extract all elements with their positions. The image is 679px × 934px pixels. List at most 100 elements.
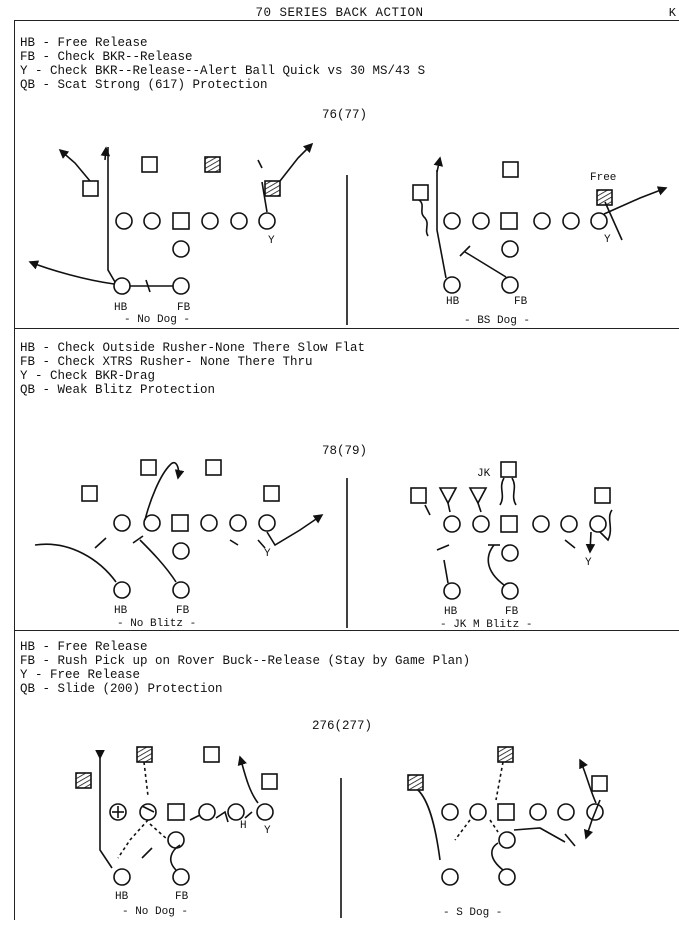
s2r-label-hb: HB xyxy=(444,606,458,618)
s2l-defender-3 xyxy=(205,459,222,476)
s1l-defender-1 xyxy=(82,180,99,197)
s2l-fullback xyxy=(172,581,190,599)
s1-line-qb: QB - Scat Strong (617) Protection xyxy=(20,78,268,92)
s2l-halfback xyxy=(113,581,131,599)
s2-line-fb: FB - Check XTRS Rusher- None There Thru xyxy=(20,355,313,369)
s1l-quarterback xyxy=(172,240,190,258)
s3l-lineman-1 xyxy=(109,803,127,821)
section-divider-1 xyxy=(14,328,679,329)
s1l-halfback xyxy=(113,277,131,295)
s3l-defender-4 xyxy=(261,773,278,790)
s3r-defender-3 xyxy=(591,775,608,792)
s3l-label-h: H xyxy=(240,820,247,832)
s2l-tight-end xyxy=(258,514,276,532)
s1l-tight-end xyxy=(258,212,276,230)
s2r-defender-tri-2 xyxy=(468,487,488,505)
s1r-caption: - BS Dog - xyxy=(464,315,530,327)
s1r-defender-free xyxy=(596,189,613,206)
s3-line-fb: FB - Rush Pick up on Rover Buck--Release… xyxy=(20,654,471,668)
s2l-defender-2 xyxy=(140,459,157,476)
s1l-lineman-4 xyxy=(201,212,219,230)
s3l-defender-2 xyxy=(136,746,153,763)
s2r-center xyxy=(500,515,518,533)
s3l-tight-end xyxy=(256,803,274,821)
s3l-quarterback xyxy=(167,831,185,849)
s1r-lineman-4 xyxy=(533,212,551,230)
page-frame xyxy=(14,20,679,920)
s2r-halfback xyxy=(443,582,461,600)
s2r-tight-end xyxy=(589,515,607,533)
s2r-defender-tri-1 xyxy=(438,487,458,505)
s1r-label-y: Y xyxy=(604,234,611,246)
s2r-fullback xyxy=(501,582,519,600)
s1l-label-hb: HB xyxy=(114,302,128,314)
s3l-defender-1 xyxy=(75,772,92,789)
s3l-lineman-4 xyxy=(198,803,216,821)
s1r-defender-2 xyxy=(502,161,519,178)
s1l-lineman-5 xyxy=(230,212,248,230)
s3l-center xyxy=(167,803,185,821)
s3l-label-fb: FB xyxy=(175,891,189,903)
s1-line-hb: HB - Free Release xyxy=(20,36,148,50)
s1r-defender-1 xyxy=(412,184,429,201)
s1-line-fb: FB - Check BKR--Release xyxy=(20,50,193,64)
s3l-label-y: Y xyxy=(264,825,271,837)
s1r-label-free: Free xyxy=(590,172,616,184)
s1r-label-hb: HB xyxy=(446,296,460,308)
s2l-lineman-5 xyxy=(229,514,247,532)
s2r-lineman-5 xyxy=(560,515,578,533)
s3r-halfback xyxy=(441,868,459,886)
s1r-lineman-5 xyxy=(562,212,580,230)
s1l-lineman-2 xyxy=(143,212,161,230)
s3r-caption: - S Dog - xyxy=(443,907,502,919)
s1r-fullback xyxy=(501,276,519,294)
s2l-caption: - No Blitz - xyxy=(117,618,196,630)
s1r-quarterback xyxy=(501,240,519,258)
s2r-quarterback xyxy=(501,544,519,562)
s1l-defender-lb xyxy=(204,156,221,173)
s3r-lineman-2 xyxy=(469,803,487,821)
s2r-lineman-2 xyxy=(472,515,490,533)
s1r-lineman-2 xyxy=(472,212,490,230)
s2r-label-fb: FB xyxy=(505,606,519,618)
s2r-defender-jk xyxy=(500,461,517,478)
s2l-label-y: Y xyxy=(264,548,271,560)
s3r-tight-end xyxy=(586,803,604,821)
s2r-caption: - JK M Blitz - xyxy=(440,619,532,631)
s2l-defender-1 xyxy=(81,485,98,502)
s3l-halfback xyxy=(113,868,131,886)
s1r-halfback xyxy=(443,276,461,294)
s3l-caption: - No Dog - xyxy=(122,906,188,918)
s2-play-number: 78(79) xyxy=(322,444,368,458)
s3r-quarterback xyxy=(498,831,516,849)
s3r-lineman-1 xyxy=(441,803,459,821)
s3r-center xyxy=(497,803,515,821)
s3-line-hb: HB - Free Release xyxy=(20,640,148,654)
s2l-center xyxy=(171,514,189,532)
section-divider-2 xyxy=(14,630,679,631)
s1r-route-hb xyxy=(436,170,447,279)
page-title: 70 SERIES BACK ACTION xyxy=(255,6,424,20)
s1l-fullback xyxy=(172,277,190,295)
s2-line-y: Y - Check BKR-Drag xyxy=(20,369,156,383)
s2l-quarterback xyxy=(172,542,190,560)
s3r-lineman-4 xyxy=(529,803,547,821)
s2r-defender-1 xyxy=(410,487,427,504)
s1-play-number: 76(77) xyxy=(322,108,368,122)
s2r-label-y: Y xyxy=(585,557,592,569)
s2l-label-fb: FB xyxy=(176,605,190,617)
s2l-lineman-2 xyxy=(143,514,161,532)
s1r-label-fb: FB xyxy=(514,296,528,308)
s3-line-qb: QB - Slide (200) Protection xyxy=(20,682,223,696)
s2r-lineman-1 xyxy=(443,515,461,533)
s2l-label-hb: HB xyxy=(114,605,128,617)
s1r-tight-end xyxy=(590,212,608,230)
s1l-defender-rover xyxy=(264,180,281,197)
s1r-center xyxy=(500,212,518,230)
s2l-lineman-1 xyxy=(113,514,131,532)
s1l-route-wr xyxy=(107,147,116,283)
s3l-lineman-5 xyxy=(227,803,245,821)
s1l-label-fb: FB xyxy=(177,302,191,314)
s1l-caption: - No Dog - xyxy=(124,314,190,326)
